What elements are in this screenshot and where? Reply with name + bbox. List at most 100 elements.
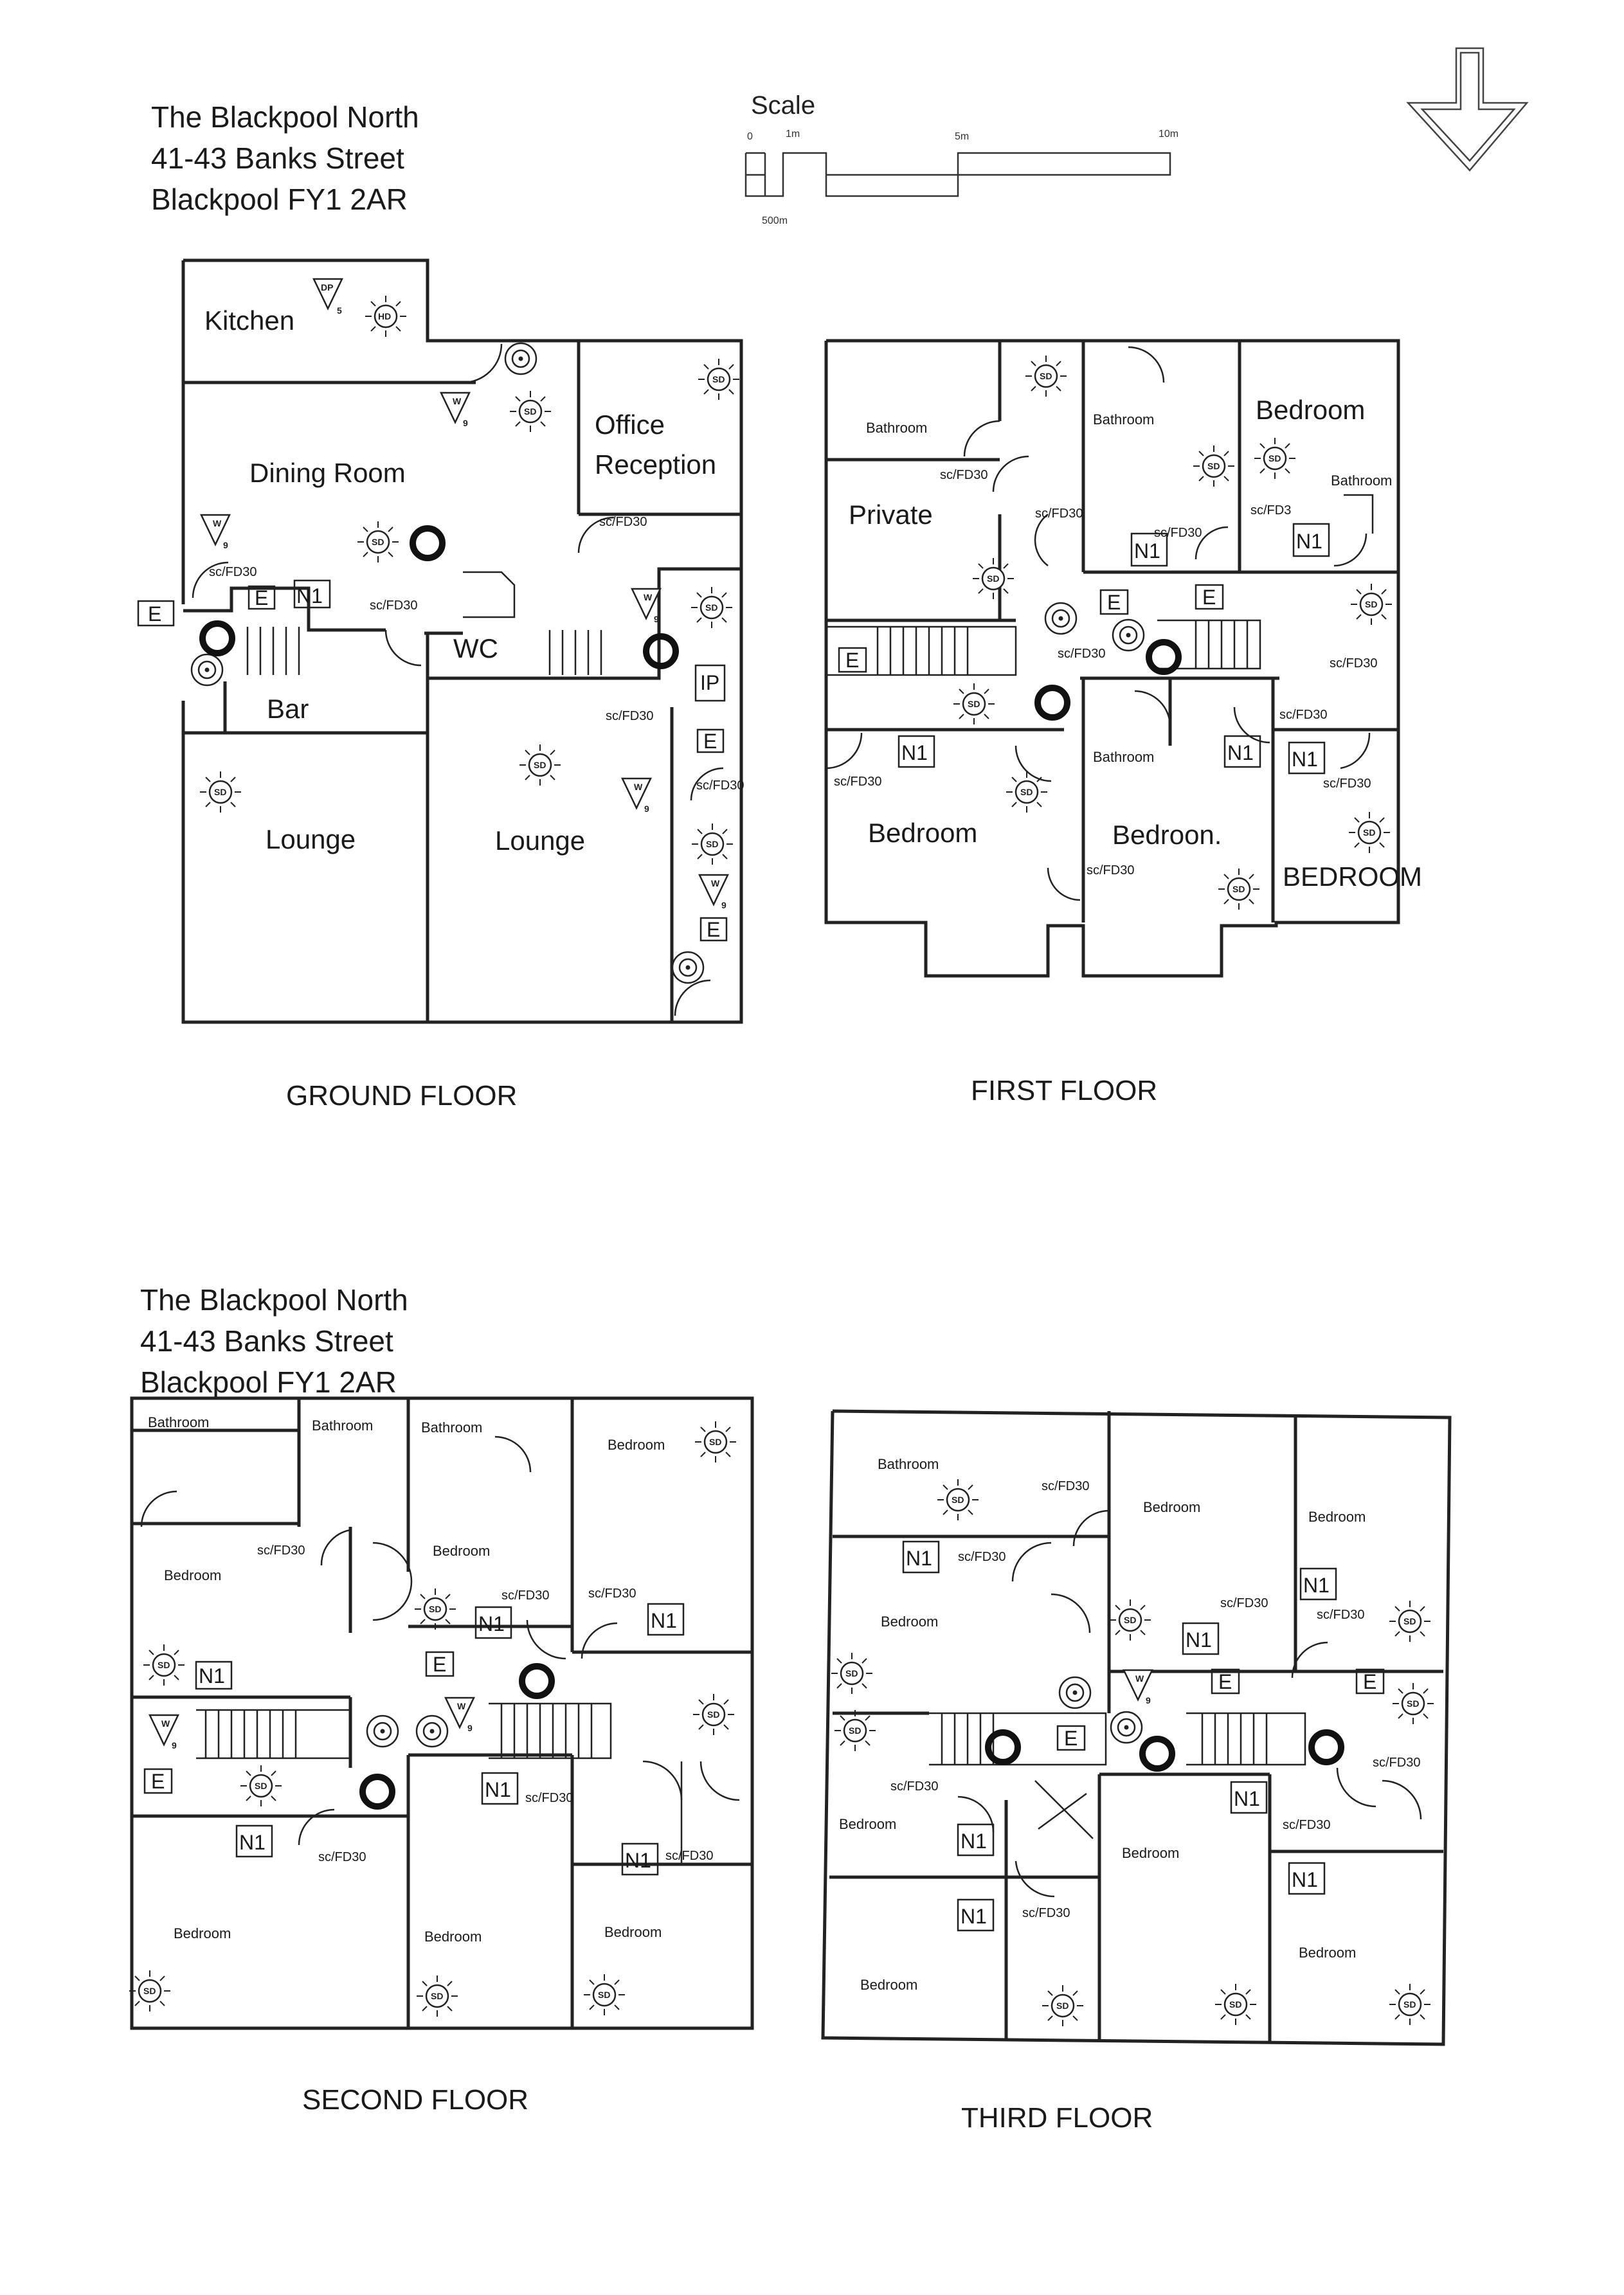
- exit-sign-first: E: [845, 649, 859, 672]
- svg-text:SD: SD: [1268, 453, 1281, 464]
- door-rating: sc/FD30: [958, 1550, 1006, 1564]
- notice-sign-third: N1: [1186, 1628, 1212, 1652]
- svg-text:SD: SD: [709, 1437, 721, 1447]
- dp-icon: DP 5: [312, 278, 343, 316]
- svg-text:SD: SD: [1020, 787, 1033, 797]
- room-bathroom: Bathroom: [421, 1419, 482, 1436]
- room-bathroom: Bathroom: [148, 1414, 209, 1430]
- smoke-detector-icon: SD: [1391, 1682, 1435, 1725]
- svg-text:W: W: [711, 878, 720, 888]
- water-extinguisher-icon: W9: [200, 514, 231, 550]
- svg-text:W: W: [634, 782, 643, 792]
- floor-title-second: SECOND FLOOR: [302, 2084, 529, 2116]
- smoke-detector-icon: SD: [1041, 1984, 1085, 2028]
- fire-point-ring-icon: [1142, 1739, 1172, 1769]
- smoke-detector-icon: SD: [582, 1973, 626, 2017]
- smoke-detector-icon: SD: [239, 1764, 283, 1808]
- water-extinguisher-icon: W9: [149, 1714, 179, 1751]
- svg-text:SD: SD: [1403, 1616, 1416, 1626]
- second-floor-plan: Bathroom Bathroom Bathroom Bedroom Bedro…: [128, 1396, 754, 2030]
- door-rating: sc/FD30: [1323, 777, 1371, 791]
- svg-text:9: 9: [721, 900, 726, 910]
- smoke-detector-icon: SD: [413, 1587, 457, 1631]
- svg-text:SD: SD: [845, 1668, 858, 1679]
- smoke-detector-icon: SD: [697, 357, 741, 401]
- room-bedroom: Bedroom: [881, 1614, 938, 1630]
- fire-point-ring-icon: [522, 1666, 552, 1696]
- room-bedroom: Bedroom: [164, 1567, 221, 1583]
- svg-text:SD: SD: [598, 1990, 610, 2000]
- exit-sign-third: E: [1218, 1670, 1232, 1693]
- svg-text:SD: SD: [1207, 461, 1220, 471]
- room-bedroom: Bedroom: [608, 1437, 665, 1453]
- door-rating: sc/FD30: [834, 775, 881, 789]
- smoke-detector-icon: SD: [1024, 354, 1068, 398]
- third-floor-plan: Bathroom Bedroom Bedroom Bedroom Bedroom…: [821, 1409, 1452, 2046]
- room-bathroom: Bathroom: [878, 1456, 939, 1472]
- smoke-detector-icon: SD: [1005, 770, 1049, 814]
- smoke-detector-icon: SD: [1388, 1983, 1432, 2026]
- door-rating: sc/FD30: [588, 1587, 636, 1601]
- call-point-icon: [415, 1715, 449, 1748]
- floor-title-ground: GROUND FLOOR: [286, 1080, 518, 1112]
- door-rating: sc/FD30: [1220, 1596, 1268, 1610]
- svg-text:SD: SD: [372, 537, 384, 547]
- room-bedroom: Bedroom: [1256, 395, 1365, 425]
- notice-sign-first: N1: [1134, 539, 1160, 562]
- smoke-detector-icon: SD: [415, 1974, 459, 2018]
- door-rating: sc/FD30: [1022, 1906, 1070, 1920]
- smoke-detector-icon: SD: [1348, 811, 1391, 854]
- smoke-detector-icon: SD: [1349, 582, 1393, 626]
- address-line-city: Blackpool FY1 2AR: [151, 183, 408, 216]
- exit-sign-ground: E: [703, 730, 717, 753]
- door-rating: sc/FD30: [1317, 1608, 1364, 1622]
- svg-text:SD: SD: [534, 760, 546, 770]
- smoke-detector-icon: SD: [1192, 444, 1236, 488]
- svg-text:W: W: [1135, 1673, 1144, 1684]
- smoke-detector-icon: SD: [509, 390, 552, 433]
- notice-sign-third: N1: [1303, 1574, 1330, 1597]
- smoke-detector-icon: SD: [356, 520, 400, 564]
- first-floor-plan: Bathroom Bathroom Bedroom Bathroom Priva…: [824, 339, 1422, 978]
- svg-text:SD: SD: [968, 699, 980, 709]
- svg-text:SD: SD: [1403, 1999, 1416, 2010]
- notice-sign-first: N1: [901, 741, 928, 764]
- svg-text:SD: SD: [255, 1781, 267, 1791]
- room-bedroom: Bedroom: [424, 1929, 482, 1945]
- water-extinguisher-icon: W9: [444, 1697, 475, 1733]
- svg-text:SD: SD: [1056, 2001, 1069, 2011]
- room-wc: WC: [453, 633, 498, 663]
- door-rating: sc/FD30: [1058, 647, 1105, 661]
- smoke-detector-icon: SD: [971, 557, 1015, 600]
- scale-sub-label: 500m: [762, 215, 788, 226]
- svg-text:9: 9: [172, 1740, 177, 1751]
- smoke-detector-icon: SD: [692, 1693, 735, 1736]
- fire-point-ring-icon: [1312, 1733, 1341, 1762]
- door-rating: sc/FD30: [501, 1589, 549, 1603]
- exit-sign-ground: E: [255, 586, 268, 609]
- svg-text:SD: SD: [429, 1604, 441, 1614]
- water-extinguisher-icon: W9: [1123, 1669, 1153, 1706]
- smoke-detector-icon: SD: [1388, 1599, 1432, 1643]
- floor-title-first: FIRST FLOOR: [971, 1075, 1158, 1106]
- door-rating: sc/FD30: [606, 709, 653, 723]
- scale-bar: Scale 0 1m 5m 10m 500m: [744, 91, 1178, 226]
- svg-text:9: 9: [223, 540, 228, 550]
- svg-text:W: W: [644, 592, 653, 602]
- svg-text:SD: SD: [524, 406, 536, 417]
- svg-text:W: W: [457, 1701, 466, 1711]
- water-extinguisher-icon: W9: [631, 588, 662, 624]
- fire-point-ring-icon: [413, 528, 442, 558]
- room-bathroom: Bathroom: [866, 420, 927, 436]
- call-point-icon: [1112, 618, 1145, 652]
- svg-text:SD: SD: [1124, 1615, 1136, 1625]
- room-bedroom: Bedroom: [433, 1543, 490, 1559]
- room-dining: Dining Room: [249, 458, 406, 488]
- scale-title: Scale: [751, 91, 815, 120]
- smoke-detector-icon: SD: [199, 770, 242, 814]
- door-rating: sc/FD30: [1330, 656, 1377, 670]
- notice-sign-third: N1: [961, 1830, 987, 1853]
- notice-sign-first: N1: [1227, 741, 1254, 764]
- smoke-detector-icon: SD: [142, 1643, 186, 1687]
- door-rating: sc/FD30: [1035, 507, 1083, 521]
